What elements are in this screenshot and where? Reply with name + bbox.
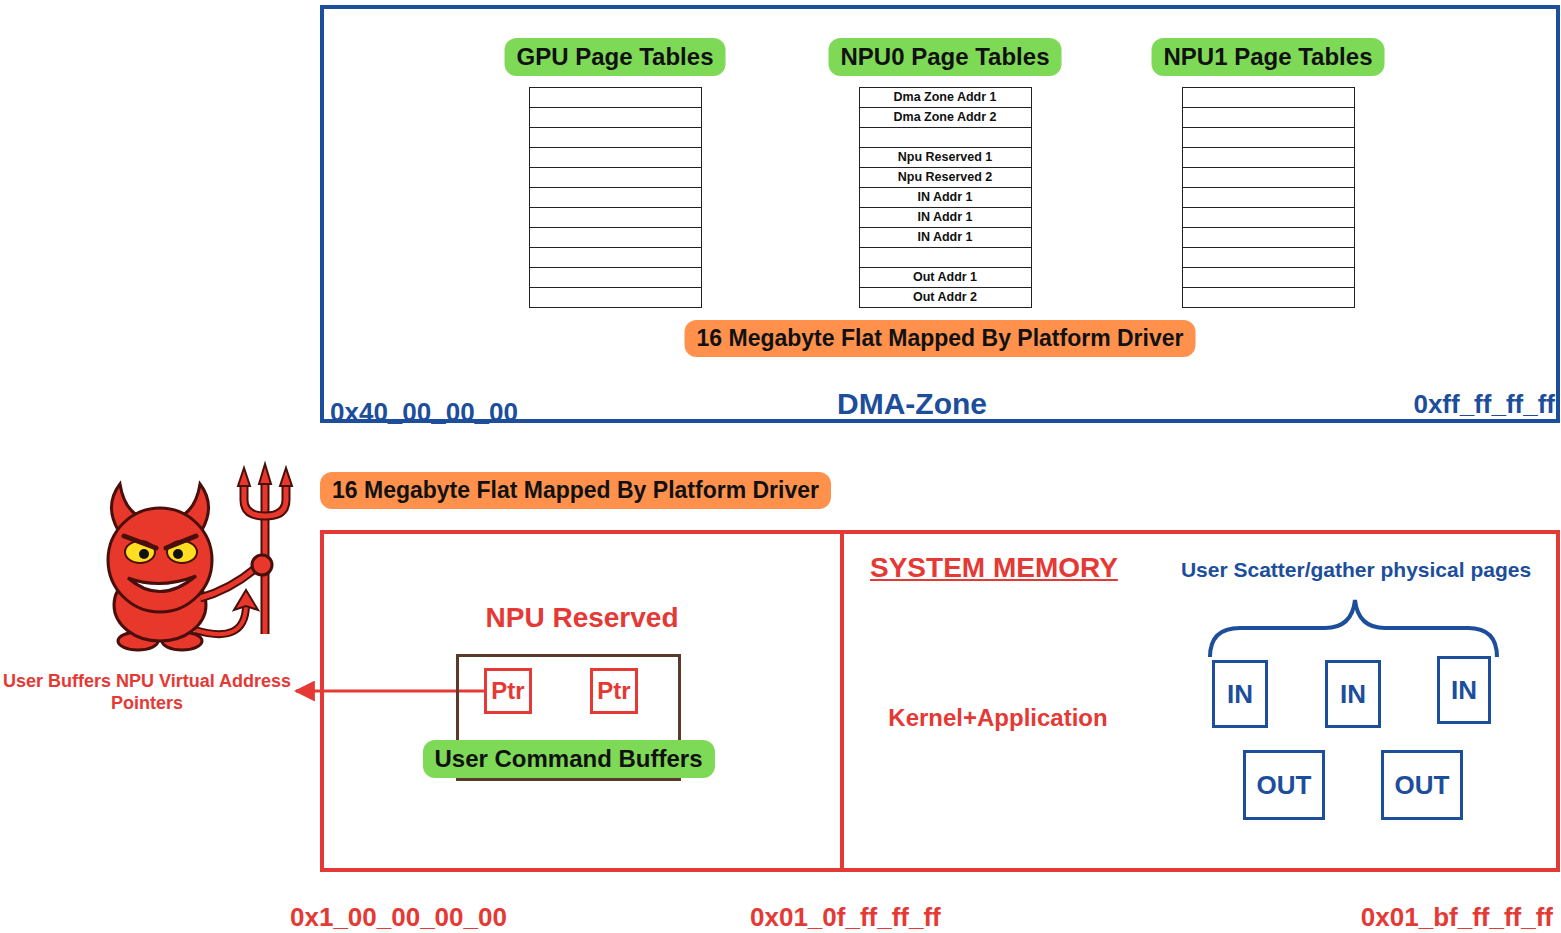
memory-region: SYSTEM MEMORY Kernel+Application User Scat… (840, 530, 1560, 872)
devil-illustration (108, 464, 292, 650)
region-note: Kernel+Application (888, 704, 1107, 732)
address-label: 0x01_bf_ff_ff_ff (1361, 902, 1553, 933)
buffer-heading: User Command Buffers (422, 740, 714, 778)
address-label: 0xff_ff_ff_ff (1413, 389, 1555, 420)
address-label: 0x01_0f_ff_ff_ff (750, 902, 941, 933)
table-cell: Out Addr 1 (859, 267, 1032, 287)
region-title: SYSTEM MEMORY (870, 552, 1118, 584)
devil-grin (128, 576, 196, 592)
table-cell: Out Addr 2 (859, 287, 1032, 307)
table-heading: GPU Page Tables (505, 38, 726, 76)
pointer-box: Ptr (590, 668, 638, 714)
pointer-text: Ptr (491, 677, 524, 705)
trident-prongs (244, 482, 286, 516)
pointer-text: Ptr (597, 677, 630, 705)
page-table: GPU Page Tables (500, 38, 730, 310)
page-box: IN (1212, 660, 1268, 728)
callout-text: User Buffers NPU Virtual Address Pointer… (2, 670, 292, 714)
devil-brow (124, 536, 196, 548)
page-text: IN (1227, 679, 1253, 710)
table-frame (1182, 87, 1355, 308)
table-cell: IN Addr 1 (859, 207, 1032, 227)
table-cell: Dma Zone Addr 1 (859, 87, 1032, 107)
table-cell: IN Addr 1 (859, 187, 1032, 207)
dma-zone-panel: DMA-Zone GPU Page Tables NPU0 Page TablesD… (320, 5, 1560, 423)
flat-map-pill: 16 Megabyte Flat Mapped By Platform Driv… (320, 472, 831, 509)
page-text: IN (1451, 675, 1477, 706)
devil-hand (252, 555, 272, 575)
trident-prongs (244, 482, 286, 516)
memory-region: NPU ReservedUser Command Buffers Ptr Ptr (320, 530, 844, 872)
trident-tip (238, 464, 292, 486)
table-cell: Npu Reserved 1 (859, 147, 1032, 167)
devil-tail-tip (234, 590, 258, 610)
page-table: NPU0 Page TablesDma Zone Addr 1Dma Zone … (830, 38, 1060, 310)
pill-text: 16 Megabyte Flat Mapped By Platform Driv… (332, 477, 819, 504)
table-cell: Npu Reserved 2 (859, 167, 1032, 187)
page-text: IN (1340, 679, 1366, 710)
address-label: 0x40_00_00_00 (330, 397, 518, 428)
command-buffer-box: User Command BuffersPtrPtr (456, 654, 681, 781)
page-box: IN (1437, 656, 1491, 724)
page-box: OUT (1381, 750, 1463, 820)
devil-head (108, 508, 212, 612)
page-table: NPU1 Page Tables (1143, 38, 1393, 310)
devil-pupil (173, 549, 183, 559)
page-text: OUT (1395, 770, 1450, 801)
address-label: 0x1_00_00_00_00 (290, 902, 507, 933)
zone-title: DMA-Zone (837, 387, 987, 421)
table-heading: NPU0 Page Tables (829, 38, 1062, 76)
devil-pupil (139, 549, 149, 559)
callout-text: User Buffers NPU Virtual Address Pointer… (2, 670, 292, 714)
table-cell: Dma Zone Addr 2 (859, 107, 1032, 127)
pill-text: 16 Megabyte Flat Mapped By Platform Driv… (697, 325, 1184, 352)
page-box: OUT (1243, 750, 1325, 820)
page-box: IN (1325, 660, 1381, 728)
brace-heading: User Scatter/gather physical pages (1181, 558, 1531, 582)
region-title: NPU Reserved (486, 602, 679, 634)
table-heading: NPU1 Page Tables (1152, 38, 1385, 76)
page-brace (1210, 600, 1497, 657)
flat-map-pill: 16 Megabyte Flat Mapped By Platform Driv… (685, 320, 1196, 357)
page-text: OUT (1257, 770, 1312, 801)
table-cell: IN Addr 1 (859, 227, 1032, 247)
pointer-box: Ptr (484, 668, 532, 714)
table-frame (529, 87, 702, 308)
